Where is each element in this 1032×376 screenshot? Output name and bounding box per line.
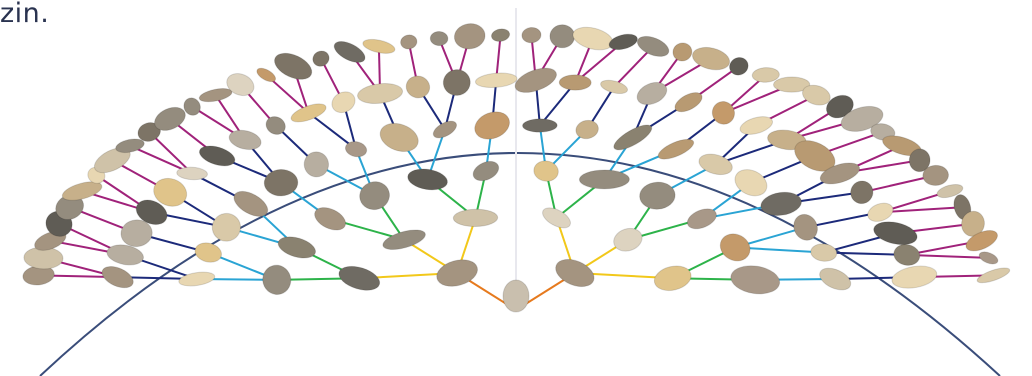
pebble	[639, 181, 676, 210]
pebble	[697, 151, 735, 178]
pebble	[512, 63, 560, 97]
pebble	[579, 170, 629, 189]
pebble	[431, 118, 460, 142]
pebble	[611, 225, 645, 255]
pebble	[727, 54, 752, 78]
pebble	[607, 31, 639, 52]
pebble	[810, 243, 838, 263]
pebble	[356, 178, 392, 213]
pebble	[310, 48, 331, 69]
pebble	[264, 169, 298, 196]
pebble	[490, 27, 510, 42]
pebble	[635, 32, 672, 60]
pebble	[671, 41, 694, 64]
pebble	[255, 65, 278, 84]
pebble	[197, 142, 237, 169]
pebble	[430, 31, 448, 46]
pebble	[230, 186, 272, 221]
pebble	[404, 73, 432, 100]
pebble	[656, 135, 697, 163]
pebble	[892, 242, 922, 268]
pebble	[652, 263, 694, 295]
pebble	[731, 165, 772, 201]
pebble	[759, 190, 803, 218]
pebble	[559, 75, 591, 91]
pebble	[442, 68, 472, 97]
pebble	[550, 25, 575, 48]
pebble	[276, 233, 318, 262]
pebble	[872, 218, 920, 248]
pebble	[434, 255, 481, 290]
pebble	[198, 86, 233, 104]
pebble	[331, 37, 368, 66]
pebble	[311, 203, 349, 235]
pebble	[259, 262, 294, 298]
root-pebble	[503, 280, 529, 312]
pebble	[729, 263, 782, 297]
pebble	[599, 78, 629, 96]
pebble	[328, 88, 358, 117]
pebble	[453, 22, 487, 52]
pebble	[356, 81, 403, 106]
pebble	[178, 270, 216, 288]
pebble	[976, 265, 1012, 286]
pebble	[570, 23, 615, 53]
pebble	[470, 158, 502, 185]
pebble	[376, 118, 422, 156]
pebble	[471, 107, 514, 144]
pebble	[99, 262, 137, 292]
pebble	[176, 166, 207, 180]
pebble	[890, 263, 938, 291]
pebble	[865, 200, 895, 225]
pebble	[336, 262, 382, 295]
pebble	[362, 37, 397, 56]
pebble	[977, 249, 999, 266]
pebble	[289, 100, 328, 125]
pebble	[210, 212, 242, 244]
pebble	[522, 119, 557, 133]
pebble	[270, 48, 315, 85]
pebble	[847, 177, 877, 208]
pebble	[611, 120, 655, 154]
pebble	[552, 254, 599, 292]
pebble	[634, 78, 671, 109]
pebble	[475, 71, 518, 89]
pebble	[715, 229, 754, 266]
pebble	[816, 264, 854, 294]
pebble	[399, 34, 418, 51]
pebble	[521, 27, 541, 44]
pebble	[690, 44, 732, 73]
pebble	[406, 166, 449, 192]
pebble	[453, 209, 498, 227]
pebble	[193, 240, 224, 265]
